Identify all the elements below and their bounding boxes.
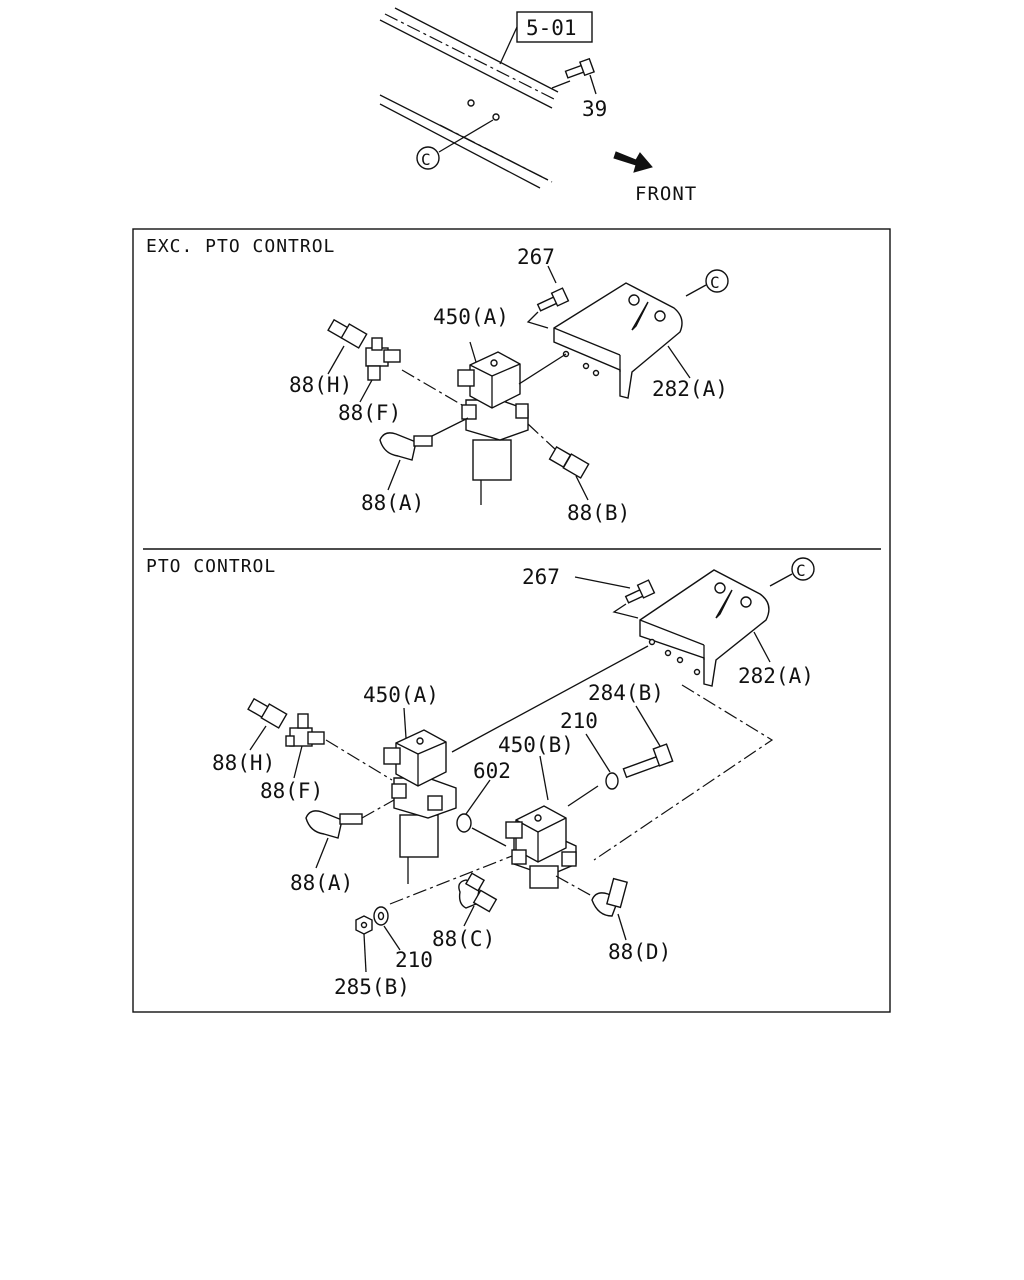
frame-rail-reference [379,7,559,189]
valve-450b-label: 450(B) [498,733,574,757]
fitting-88c-icon [458,872,498,913]
bracket-282a-icon [553,282,683,399]
fitting-88a-s2-label: 88(A) [290,871,353,895]
valve-450a-s2-icon [383,729,457,884]
fitting-88d-label: 88(D) [608,940,671,964]
bracket-282a-label: 282(A) [652,377,728,401]
bolt-267-s2-icon [624,579,656,604]
fitting-88f-icon [365,337,401,381]
bolt-39-label: 39 [582,97,607,121]
circle-ref-c [416,146,440,170]
fitting-88h-icon [327,318,368,349]
washer-210-lower-label: 210 [395,948,433,972]
bolt-39-icon [564,57,595,79]
section-title-exc-pto: EXC. PTO CONTROL [146,236,335,257]
section-title-pto: PTO CONTROL [146,556,276,577]
valve-450a-icon [457,351,529,505]
washer-210-upper-label: 210 [560,709,598,733]
nut-285b-label: 285(B) [334,975,410,999]
valve-450b-icon [505,805,577,889]
washer-210-upper-icon [605,772,619,790]
fitting-88f-label: 88(F) [338,401,401,425]
fitting-88c-label: 88(C) [432,927,495,951]
parts-frame [132,228,891,1013]
bolt-284b-icon [622,743,674,779]
front-arrow-icon [613,151,653,173]
bolt-267-label: 267 [517,245,555,269]
fitting-88d-icon [591,877,628,917]
fitting-88f-s2-label: 88(F) [260,779,323,803]
o-ring-602-label: 602 [473,759,511,783]
circle-ref-c-label: C [421,150,431,169]
front-label: FRONT [635,183,697,205]
fitting-88a-icon [379,432,433,461]
circle-ref-c-s1 [705,269,729,293]
bracket-282a-s2-label: 282(A) [738,664,814,688]
fitting-88h-label: 88(H) [289,373,352,397]
valve-450a-s2-label: 450(A) [363,683,439,707]
fitting-88b-icon [548,445,590,479]
fitting-88a-s2-icon [305,810,363,839]
fitting-88f-s2-icon [285,713,325,747]
circle-ref-c-s2-label: C [796,561,806,580]
fitting-88a-label: 88(A) [361,491,424,515]
bracket-282a-s2-icon [639,569,770,687]
valve-450a-label: 450(A) [433,305,509,329]
fitting-88h-s2-label: 88(H) [212,751,275,775]
circle-ref-c-s2 [791,557,815,581]
bolt-284b-label: 284(B) [588,681,664,705]
fitting-88h-s2-icon [247,697,288,729]
bolt-267-icon [536,287,570,312]
circle-ref-c-s1-label: C [710,273,720,292]
o-ring-602-icon [456,813,472,833]
bolt-267-s2-label: 267 [522,565,560,589]
section-ref-label: 5-01 [526,16,577,40]
fitting-88b-label: 88(B) [567,501,630,525]
